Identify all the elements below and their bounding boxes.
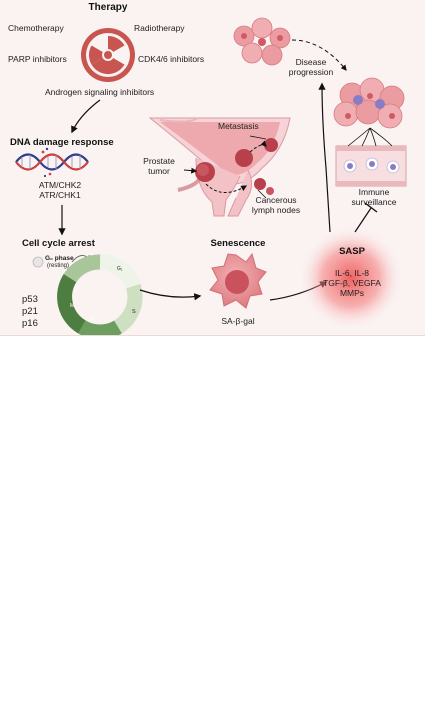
blood-vessel-icon bbox=[335, 145, 407, 187]
prostate-tumor-label-1: Prostate bbox=[143, 156, 175, 166]
tumor-cluster-large-icon bbox=[333, 77, 405, 129]
g0-phase-label: G₀ phase bbox=[45, 255, 74, 262]
metastasis-label: Metastasis bbox=[218, 121, 259, 131]
dna-helix-icon bbox=[15, 147, 89, 178]
g0-resting-label: (resting) bbox=[47, 263, 70, 269]
parp-inhibitors-label: PARP inhibitors bbox=[8, 54, 67, 64]
sasp-cytokines-2: TGF-β, VEGFA bbox=[323, 278, 381, 288]
arrow-to-lymph bbox=[205, 183, 248, 193]
p53-label: p53 bbox=[22, 294, 38, 305]
atm-chk2-label: ATM/CHK2 bbox=[38, 180, 82, 190]
radiotherapy-label: Radiotherapy bbox=[134, 23, 185, 33]
inhibit-immune bbox=[354, 207, 372, 233]
g2-label: G₂ bbox=[90, 316, 96, 322]
p16-label: p16 bbox=[22, 318, 38, 329]
immune-surveillance-label-2: surveillance bbox=[351, 197, 397, 207]
cell-cycle-ring bbox=[57, 254, 143, 335]
tumor-mass-icon bbox=[235, 149, 253, 167]
pointer-tumor bbox=[183, 167, 198, 174]
sasp-cytokines-3: MMPs bbox=[339, 288, 365, 298]
arrow-therapy-to-ddr bbox=[71, 99, 101, 134]
senescence-title: Senescence bbox=[210, 238, 266, 249]
figure-panel: Therapy Chemotherapy Radiotherapy PARP i… bbox=[0, 0, 425, 336]
disease-progression-label-1: Disease bbox=[295, 57, 327, 67]
arrest-title: Cell cycle arrest bbox=[22, 238, 95, 249]
pointer-metastasis bbox=[249, 135, 267, 140]
pointer-nodes bbox=[257, 189, 267, 199]
sasp-cytokines-1: IL-6, IL-8 bbox=[334, 268, 370, 278]
atr-chk1-label: ATR/CHK1 bbox=[39, 190, 81, 200]
senescent-cell-icon bbox=[209, 252, 267, 309]
sasp-glow bbox=[299, 226, 403, 330]
signal-lines bbox=[347, 127, 393, 147]
p21-label: p21 bbox=[22, 306, 38, 317]
therapy-title: Therapy bbox=[88, 2, 128, 13]
arrow-arrest-to-senescence bbox=[139, 289, 202, 301]
androgen-inhibitors-label: Androgen signaling inhibitors bbox=[45, 87, 155, 97]
arrow-to-metastasis bbox=[249, 140, 267, 153]
arrow-sasp-to-progression bbox=[318, 82, 331, 233]
g1-label: G₁ bbox=[117, 266, 123, 272]
g0-cell-icon bbox=[32, 256, 44, 268]
sa-beta-gal-label: SA-β-gal bbox=[221, 316, 255, 326]
tumor-cluster-small-icon bbox=[233, 17, 291, 66]
disease-progression-label-2: progression bbox=[288, 67, 334, 77]
radiation-icon bbox=[81, 28, 135, 82]
m-label: M bbox=[70, 303, 75, 309]
arrow-progression bbox=[291, 39, 347, 71]
s-label: S bbox=[132, 309, 136, 315]
sasp-title: SASP bbox=[339, 246, 365, 257]
prostate-tumor-label-2: tumor bbox=[148, 166, 170, 176]
chemotherapy-label: Chemotherapy bbox=[8, 23, 64, 33]
diagram-graphics bbox=[15, 17, 407, 335]
ddr-title: DNA damage response bbox=[10, 137, 114, 148]
lymph-node-icon bbox=[254, 178, 266, 190]
lymph-nodes-label-2: lymph nodes bbox=[251, 205, 301, 215]
cdk46-inhibitors-label: CDK4/6 inhibitors bbox=[138, 54, 205, 64]
metastasis-icon bbox=[264, 138, 278, 152]
lymph-nodes-label-1: Cancerous bbox=[255, 195, 297, 205]
immune-surveillance-label-1: Immune bbox=[358, 187, 390, 197]
